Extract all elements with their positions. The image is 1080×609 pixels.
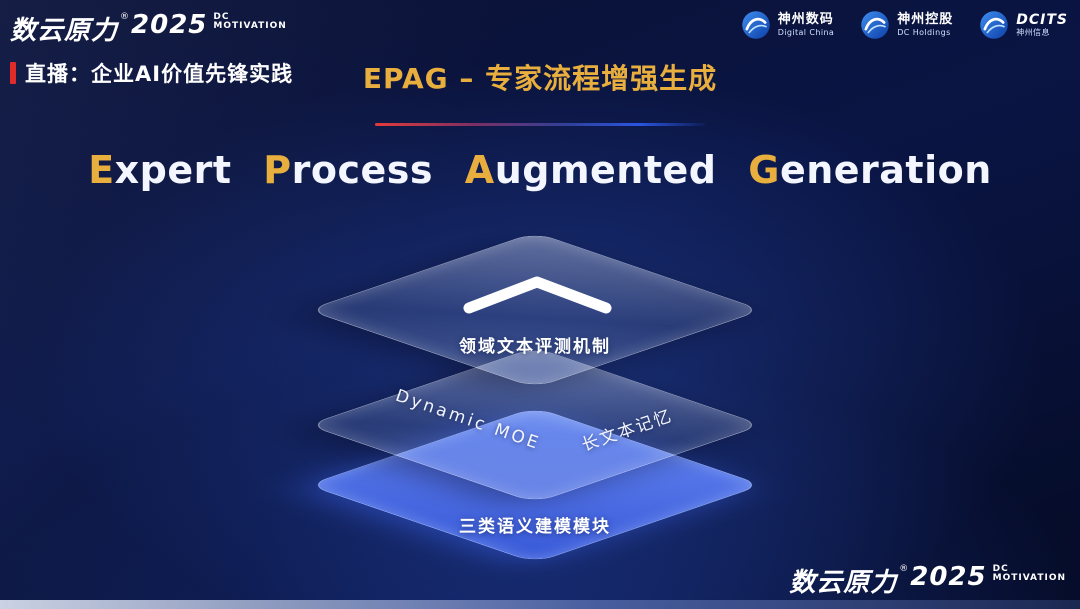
partner-subtitle: 神州信息 (1016, 28, 1050, 38)
partner-logos: 神州数码 Digital China 神州控股 DC Holdings (741, 10, 1068, 40)
subtitle-word: Expert (88, 148, 231, 192)
brand-name: 数云原力 (789, 568, 898, 598)
partner-text: 神州控股 DC Holdings (897, 11, 954, 37)
brand-logo-bottom-right: 数云原力 ® 2025 DC MOTIVATION (789, 562, 1066, 599)
live-banner-text: 直播：企业AI价值先锋实践 (25, 62, 294, 86)
subtitle-initial: P (263, 148, 292, 192)
bottom-glow-strip (0, 600, 1080, 609)
partner-text: DCITS 神州信息 (1016, 12, 1068, 37)
dc-holdings-logo-icon (861, 11, 889, 39)
subtitle-rest: rocess (291, 148, 434, 192)
subtitle-initial: E (88, 148, 115, 192)
dcits-logo-icon (980, 11, 1008, 39)
partner-name: DCITS (1016, 12, 1068, 29)
brand-dc: DC (992, 564, 1009, 574)
layer-label-semantic-modules: 三类语义建模模块 (459, 517, 611, 537)
subtitle: Expert Process Augmented Generation (0, 148, 1080, 192)
brand-year: 2025 (131, 10, 208, 40)
partner-digital-china: 神州数码 Digital China (741, 10, 835, 40)
subtitle-initial: G (748, 148, 780, 192)
live-accent-bar (10, 62, 16, 84)
brand-sub: DC MOTIVATION (213, 12, 287, 32)
brand-sub: DC MOTIVATION (992, 564, 1066, 584)
layer-label-evaluation: 领域文本评测机制 (459, 337, 611, 357)
subtitle-word: Process (263, 148, 433, 192)
partner-dcits: DCITS 神州信息 (979, 10, 1068, 40)
divider-line (375, 123, 705, 126)
partner-name: 神州控股 (897, 11, 954, 27)
live-banner: 直播：企业AI价值先锋实践 (10, 58, 293, 88)
subtitle-word: Generation (748, 148, 992, 192)
chevron-up-icon (463, 276, 612, 314)
partner-subtitle: DC Holdings (897, 27, 951, 37)
partner-dc-holdings: 神州控股 DC Holdings (860, 10, 953, 40)
brand-logo-top-left: 数云原力 ® 2025 DC MOTIVATION (10, 10, 287, 47)
brand-dc: DC (213, 12, 230, 22)
brand-motivation: MOTIVATION (213, 21, 287, 32)
page-title: EPAG – 专家流程增强生成 (362, 62, 718, 95)
brand-motivation: MOTIVATION (992, 573, 1066, 584)
subtitle-rest: eneration (779, 148, 992, 192)
partner-subtitle: Digital China (777, 27, 835, 37)
subtitle-initial: A (464, 148, 495, 192)
partner-text: 神州数码 Digital China (777, 11, 835, 37)
epag-layer-stack: 领域文本评测机制 Dynamic MOE 长文本记忆 三类语义建模模块 (307, 232, 763, 572)
subtitle-word: Augmented (465, 148, 717, 192)
registered-mark: ® (899, 564, 909, 574)
brand-year: 2025 (910, 562, 987, 592)
digital-china-logo-icon (741, 11, 770, 39)
subtitle-rest: ugmented (494, 148, 717, 192)
partner-name: 神州数码 (777, 11, 834, 27)
brand-name: 数云原力 (10, 16, 119, 46)
subtitle-rest: xpert (114, 148, 232, 192)
registered-mark: ® (120, 12, 130, 22)
